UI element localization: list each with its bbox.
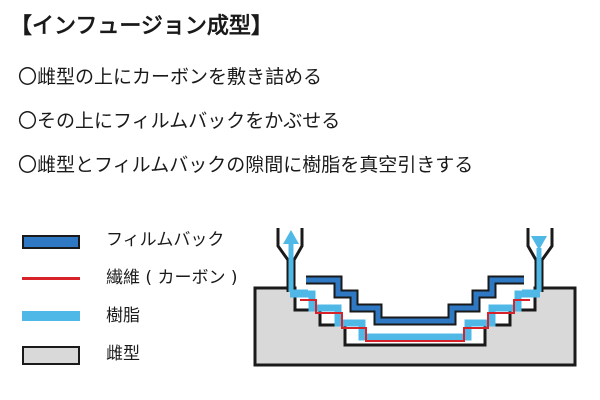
legend-label-resin: 樹脂 (106, 306, 140, 326)
mold-swatch (22, 346, 80, 365)
page-title: 【インフュージョン成型】 (10, 14, 273, 39)
film-bag (306, 277, 524, 324)
outlet-funnel (526, 228, 554, 292)
legend-label-mold: 雌型 (106, 344, 140, 364)
legend: フィルムバック 繊維 ( カーボン ) 樹脂 雌型 (22, 228, 252, 380)
resin-swatch (22, 311, 80, 321)
legend-label-film: フィルムバック (106, 230, 225, 250)
legend-item-film: フィルムバック (22, 228, 252, 266)
legend-item-mold: 雌型 (22, 342, 252, 380)
step-1: 〇雌型の上にカーボンを敷き詰める (18, 66, 323, 88)
legend-label-fiber: 繊維 ( カーボン ) (106, 268, 238, 288)
film-swatch (22, 235, 80, 249)
inlet-funnel (276, 228, 304, 292)
step-2: 〇その上にフィルムバックをかぶせる (18, 110, 341, 132)
inlet-arrow-icon (283, 230, 299, 244)
fiber-line (300, 299, 530, 342)
legend-item-resin: 樹脂 (22, 304, 252, 342)
step-3: 〇雌型とフィルムバックの隙間に樹脂を真空引きする (18, 154, 474, 176)
legend-item-fiber: 繊維 ( カーボン ) (22, 266, 252, 304)
fiber-swatch (22, 277, 80, 280)
infusion-diagram (253, 228, 577, 367)
outlet-arrow-icon (531, 236, 547, 250)
